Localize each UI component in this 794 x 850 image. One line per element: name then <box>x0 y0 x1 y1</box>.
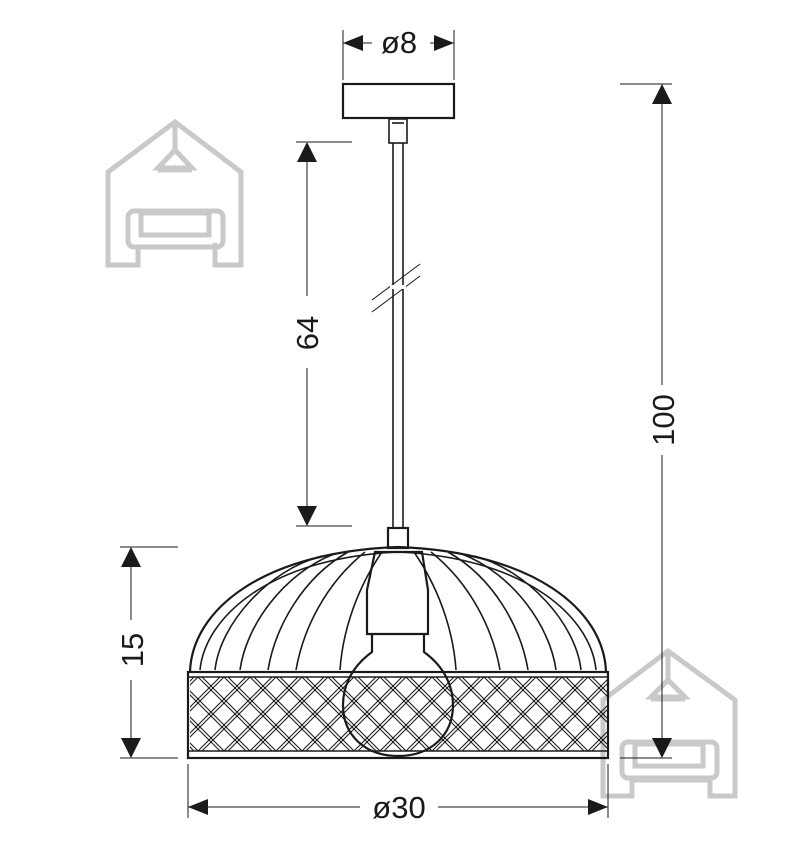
lattice-strand <box>227 676 303 752</box>
lattice-strand <box>357 676 433 752</box>
lattice-strand <box>279 676 355 752</box>
dimension-shade-diameter: ø30 <box>187 764 609 825</box>
suspension-cord <box>371 143 421 528</box>
watermark-house-icon-top <box>105 118 244 268</box>
lattice-strand <box>249 676 325 752</box>
dimension-canopy-diameter: ø8 <box>342 25 455 80</box>
watermark-house-icon-bottom <box>600 647 738 799</box>
lamp-shade-cage <box>188 545 608 673</box>
lattice-strand <box>190 676 247 734</box>
lattice-strand <box>383 676 459 752</box>
dimension-shade-height: 15 <box>115 546 178 759</box>
lattice-strand <box>457 676 533 752</box>
lattice-strand <box>461 676 537 752</box>
shade-height-label: 15 <box>115 633 150 667</box>
lattice-strand <box>190 676 221 708</box>
cord-length-label: 64 <box>290 316 325 350</box>
lattice-strand <box>561 705 607 752</box>
lattice-strand <box>509 676 585 752</box>
lattice-strand <box>275 676 351 752</box>
lattice-strand <box>379 676 455 752</box>
lattice-strand <box>587 731 607 752</box>
lattice-strand <box>539 683 607 752</box>
lattice-strand <box>587 676 607 697</box>
lattice-strand <box>591 735 607 752</box>
lattice-strand <box>223 676 299 752</box>
lattice-strand <box>301 676 377 752</box>
lattice-strand <box>201 676 277 752</box>
lattice-strand <box>190 716 225 752</box>
lattice-strand <box>331 676 407 752</box>
ceiling-canopy <box>341 82 456 144</box>
lattice-strand <box>353 676 429 752</box>
socket-holder <box>365 526 430 636</box>
total-height-label: 100 <box>646 394 681 446</box>
lattice-strand <box>190 720 221 752</box>
lattice-strand <box>409 676 485 752</box>
lattice-strand <box>431 676 507 752</box>
canopy-diameter-label: ø8 <box>381 25 417 60</box>
lattice-strand <box>565 709 607 752</box>
light-bulb <box>341 634 455 758</box>
dimension-cord-length: 64 <box>290 141 352 527</box>
shade-diameter-label: ø30 <box>372 790 425 825</box>
lattice-strand <box>197 676 273 752</box>
lattice-strand <box>591 676 607 693</box>
lattice-strand <box>190 676 251 738</box>
dimension-total-height: 100 <box>620 83 681 759</box>
lattice-strand <box>405 676 481 752</box>
lattice-strand <box>190 676 225 712</box>
lattice-strand <box>327 676 403 752</box>
lattice-strand <box>435 676 511 752</box>
lattice-strand <box>483 676 559 752</box>
lattice-strand <box>535 679 607 752</box>
lattice-strand <box>487 676 563 752</box>
lattice-strand <box>513 676 589 752</box>
lattice-strand <box>253 676 329 752</box>
